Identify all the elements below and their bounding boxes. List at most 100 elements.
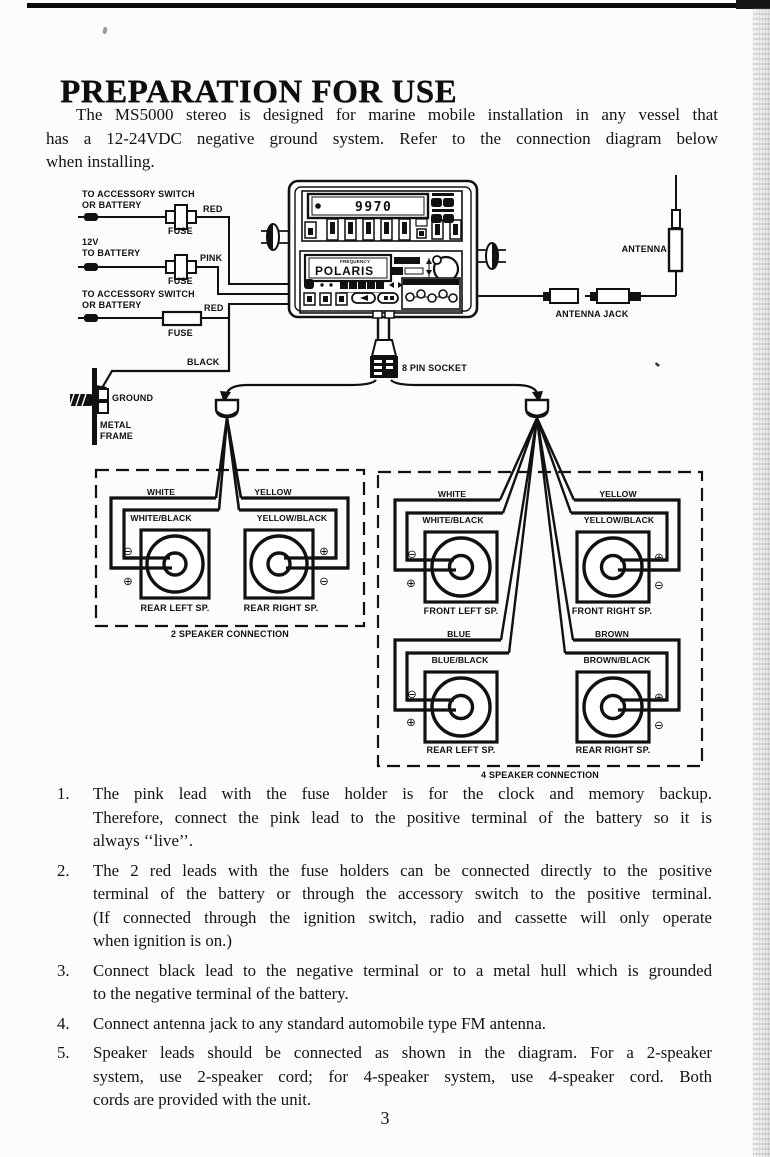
wire-label: YELLOW/BLACK — [257, 513, 328, 523]
wire-color-label: BLACK — [187, 357, 220, 367]
brand-small-label: FREQUENCY — [340, 259, 370, 264]
plug-tip-icon — [590, 292, 597, 301]
power-lead-pink: 12V TO BATTERY PINK FUSE — [78, 237, 290, 295]
indicator-badge-icon — [394, 257, 420, 264]
box-title: 4 SPEAKER CONNECTION — [481, 770, 599, 780]
ground-lead-black: BLACK GROUND METAL FRAME — [69, 304, 231, 445]
mounting-knob-right-icon — [476, 242, 506, 270]
indicator-badge-icon — [404, 267, 424, 275]
stereo-unit: 9970 — [261, 179, 506, 319]
speaker-front-right: YELLOW YELLOW/BLACK ⊕ ⊖ FRONT RIGHT SP. — [571, 489, 681, 616]
speaker-rear-left: WHITE WHITE/BLACK ⊖ ⊕ REAR LEFT SP. — [109, 487, 219, 613]
two-speaker-cord-connector — [214, 398, 243, 511]
four-speaker-box: 4 SPEAKER CONNECTION WHITE WHITE/BLACK ⊖… — [376, 470, 704, 780]
wire-label: BLUE — [447, 629, 471, 639]
wire-connector-icon — [84, 263, 98, 271]
plus-terminal-icon: ⊕ — [406, 576, 416, 590]
wire-label: YELLOW — [599, 489, 637, 499]
text-line: Therefore, connect the pink lead to the … — [93, 807, 712, 827]
mounting-knob-left-icon — [261, 223, 290, 251]
plus-terminal-icon: ⊕ — [654, 550, 664, 564]
item-text: Connect black lead to the negative termi… — [93, 959, 712, 1006]
speaker-icon — [139, 528, 211, 600]
wire-label: WHITE — [147, 487, 175, 497]
lead-destination-label: TO ACCESSORY SWITCH — [82, 289, 195, 299]
frequency-display — [306, 192, 430, 220]
two-speaker-box: 2 SPEAKER CONNECTION WHITE WHITE/BLACK ⊖… — [94, 468, 366, 639]
intro-line: when installing. — [46, 152, 155, 171]
speaker-name-label: REAR RIGHT SP. — [244, 603, 319, 613]
item-number: 3. — [57, 960, 70, 980]
text-line: The pink lead with the fuse holder is fo… — [93, 784, 712, 803]
page-title: PREPARATION FOR USE — [60, 74, 457, 111]
scan-artifact-top-corner — [736, 0, 770, 9]
plus-terminal-icon: ⊕ — [654, 690, 664, 704]
lead-destination-label: 12V — [82, 237, 99, 247]
harness-arrows — [220, 379, 543, 403]
antenna-jack-label: ANTENNA JACK — [555, 309, 628, 319]
antenna-label: ANTENNA — [622, 244, 668, 254]
item-number: 5. — [57, 1043, 70, 1062]
instruction-item: 4. Connect antenna jack to any standard … — [57, 1012, 712, 1036]
minus-terminal-icon: ⊖ — [407, 687, 417, 701]
item-text: Connect antenna jack to any standard aut… — [93, 1012, 712, 1036]
eight-pin-socket: 8 PIN SOCKET — [370, 318, 467, 378]
instruction-item: 5. Speaker leads should be connected as … — [57, 1041, 712, 1112]
arrowhead-icon — [220, 391, 231, 403]
fuse-barrel-icon — [174, 254, 188, 280]
text-line: (If connected through the ignition switc… — [93, 907, 712, 927]
preset-buttons — [304, 218, 462, 241]
fuse-label: FUSE — [168, 328, 193, 338]
intro-paragraph: The MS5000 stereo is designed for marine… — [46, 103, 718, 174]
speaker-icon — [575, 670, 651, 744]
minus-terminal-icon: ⊖ — [319, 574, 329, 588]
ground-lug-icon — [97, 388, 109, 401]
speaker-rear-left-4: BLUE BLUE/BLACK ⊖ ⊕ REAR LEFT SP. — [393, 629, 509, 755]
text-line: Connect black lead to the negative termi… — [93, 960, 712, 980]
fuse-holder-icon — [161, 310, 203, 327]
wire-label: YELLOW — [254, 487, 292, 497]
metal-frame-label: FRAME — [100, 431, 133, 441]
scan-fleck — [655, 362, 660, 367]
wire-label: BLUE/BLACK — [432, 655, 490, 665]
wire-label: BROWN/BLACK — [584, 655, 652, 665]
wire-connector-icon — [84, 213, 98, 221]
fuse-label: FUSE — [168, 276, 193, 286]
rear-tab-icon — [384, 310, 395, 319]
speaker-name-label: REAR LEFT SP. — [141, 603, 210, 613]
lead-destination-label: TO ACCESSORY SWITCH — [82, 189, 195, 199]
instruction-item: 2. The 2 red leads with the fuse holders… — [57, 859, 712, 953]
speaker-rear-right-4: BROWN BROWN/BLACK ⊕ ⊖ REAR RIGHT SP. — [565, 629, 681, 755]
plug-tip-icon — [543, 292, 550, 301]
indicator-badge-icon — [392, 267, 403, 275]
scan-artifact-smudge — [102, 26, 108, 35]
speaker-icon — [575, 530, 651, 604]
indicator-dot-icon — [315, 203, 321, 209]
item-text: Speaker leads should be connected as sho… — [93, 1041, 712, 1112]
lead-destination-label: TO BATTERY — [82, 248, 140, 258]
ground-screw-icon — [69, 393, 97, 407]
text-line: Connect antenna jack to any standard aut… — [93, 1013, 546, 1033]
minus-terminal-icon: ⊖ — [123, 544, 133, 558]
bottom-buttons — [303, 292, 399, 306]
speaker-name-label: FRONT LEFT SP. — [424, 606, 499, 616]
plus-terminal-icon: ⊕ — [406, 715, 416, 729]
scan-artifact-top-bar — [27, 3, 770, 8]
cassette-door — [303, 253, 393, 283]
metal-frame-label: METAL — [100, 420, 132, 430]
text-line: always ‘‘live’’. — [93, 831, 194, 850]
intro-line: The MS5000 stereo is designed for marine… — [76, 105, 718, 124]
speaker-name-label: FRONT RIGHT SP. — [572, 606, 652, 616]
minus-terminal-icon: ⊖ — [654, 578, 664, 592]
speaker-icon — [423, 670, 499, 744]
brand-label: POLARIS — [315, 264, 374, 278]
item-text: The 2 red leads with the fuse holders ca… — [93, 859, 712, 953]
text-line: system, use 2-speaker cord; for 4-speake… — [93, 1066, 712, 1086]
minus-terminal-icon: ⊖ — [654, 718, 664, 732]
item-number: 2. — [57, 860, 70, 880]
minus-terminal-icon: ⊖ — [407, 547, 417, 561]
speaker-name-label: REAR RIGHT SP. — [576, 745, 651, 755]
wire-connector-icon — [84, 314, 98, 322]
arrowhead-icon — [532, 391, 543, 403]
text-line: cords are provided with the unit. — [93, 1090, 312, 1109]
